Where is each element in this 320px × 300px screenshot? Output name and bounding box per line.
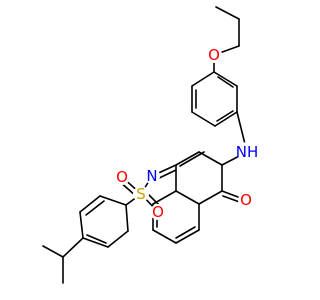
bond-6 bbox=[214, 111, 238, 127]
atom-label-layer: O NH N S O O O bbox=[114, 46, 258, 221]
ketone-oxygen-label: O bbox=[240, 191, 252, 209]
bond-42 bbox=[82, 237, 109, 248]
structure-canvas: O NH N S O O O bbox=[42, 6, 259, 284]
sulfonyl-oxygen-2-label: O bbox=[152, 203, 164, 221]
bond-39 bbox=[99, 195, 127, 206]
sulfonyl-oxygen-1-label: O bbox=[116, 168, 128, 186]
sulfonyl-oxygen-1-atom: O bbox=[114, 168, 130, 186]
bond-19 bbox=[198, 190, 223, 205]
bond-11 bbox=[216, 110, 234, 122]
bond-44 bbox=[125, 204, 129, 232]
bond-40 bbox=[79, 195, 101, 213]
bond-9 bbox=[191, 71, 215, 87]
bond-21 bbox=[179, 151, 205, 167]
bond-18 bbox=[175, 190, 200, 205]
bond-48 bbox=[42, 245, 64, 258]
bond-10 bbox=[217, 76, 234, 88]
ether-oxygen-label: O bbox=[208, 46, 220, 64]
chemical-structure-diagram: O NH N S O O O bbox=[42, 6, 258, 284]
bond-0 bbox=[215, 6, 240, 20]
ketone-oxygen-atom: O bbox=[238, 191, 254, 209]
bond-37 bbox=[175, 226, 196, 239]
sulfonyl-oxygen-2-atom: O bbox=[150, 203, 166, 221]
bond-45 bbox=[85, 200, 105, 216]
amine-nitrogen-atom: NH bbox=[236, 142, 259, 162]
sulfur-atom: S bbox=[133, 185, 149, 203]
amine-nh-label: NH bbox=[236, 143, 259, 161]
bond-33 bbox=[175, 229, 200, 244]
bond-34 bbox=[152, 229, 177, 244]
bond-7 bbox=[191, 111, 216, 127]
bond-36 bbox=[152, 190, 177, 205]
ether-oxygen-atom: O bbox=[206, 46, 222, 64]
bond-46 bbox=[86, 234, 107, 244]
sulfur-label: S bbox=[136, 185, 146, 203]
bond-43 bbox=[107, 230, 129, 248]
bond-4 bbox=[213, 71, 238, 87]
bond-41 bbox=[79, 211, 84, 239]
bond-47 bbox=[62, 237, 84, 258]
imine-nitrogen-atom: N bbox=[144, 167, 160, 185]
bond-16 bbox=[175, 151, 200, 166]
imine-nitrogen-label: N bbox=[146, 167, 157, 185]
bond-15 bbox=[198, 151, 223, 166]
